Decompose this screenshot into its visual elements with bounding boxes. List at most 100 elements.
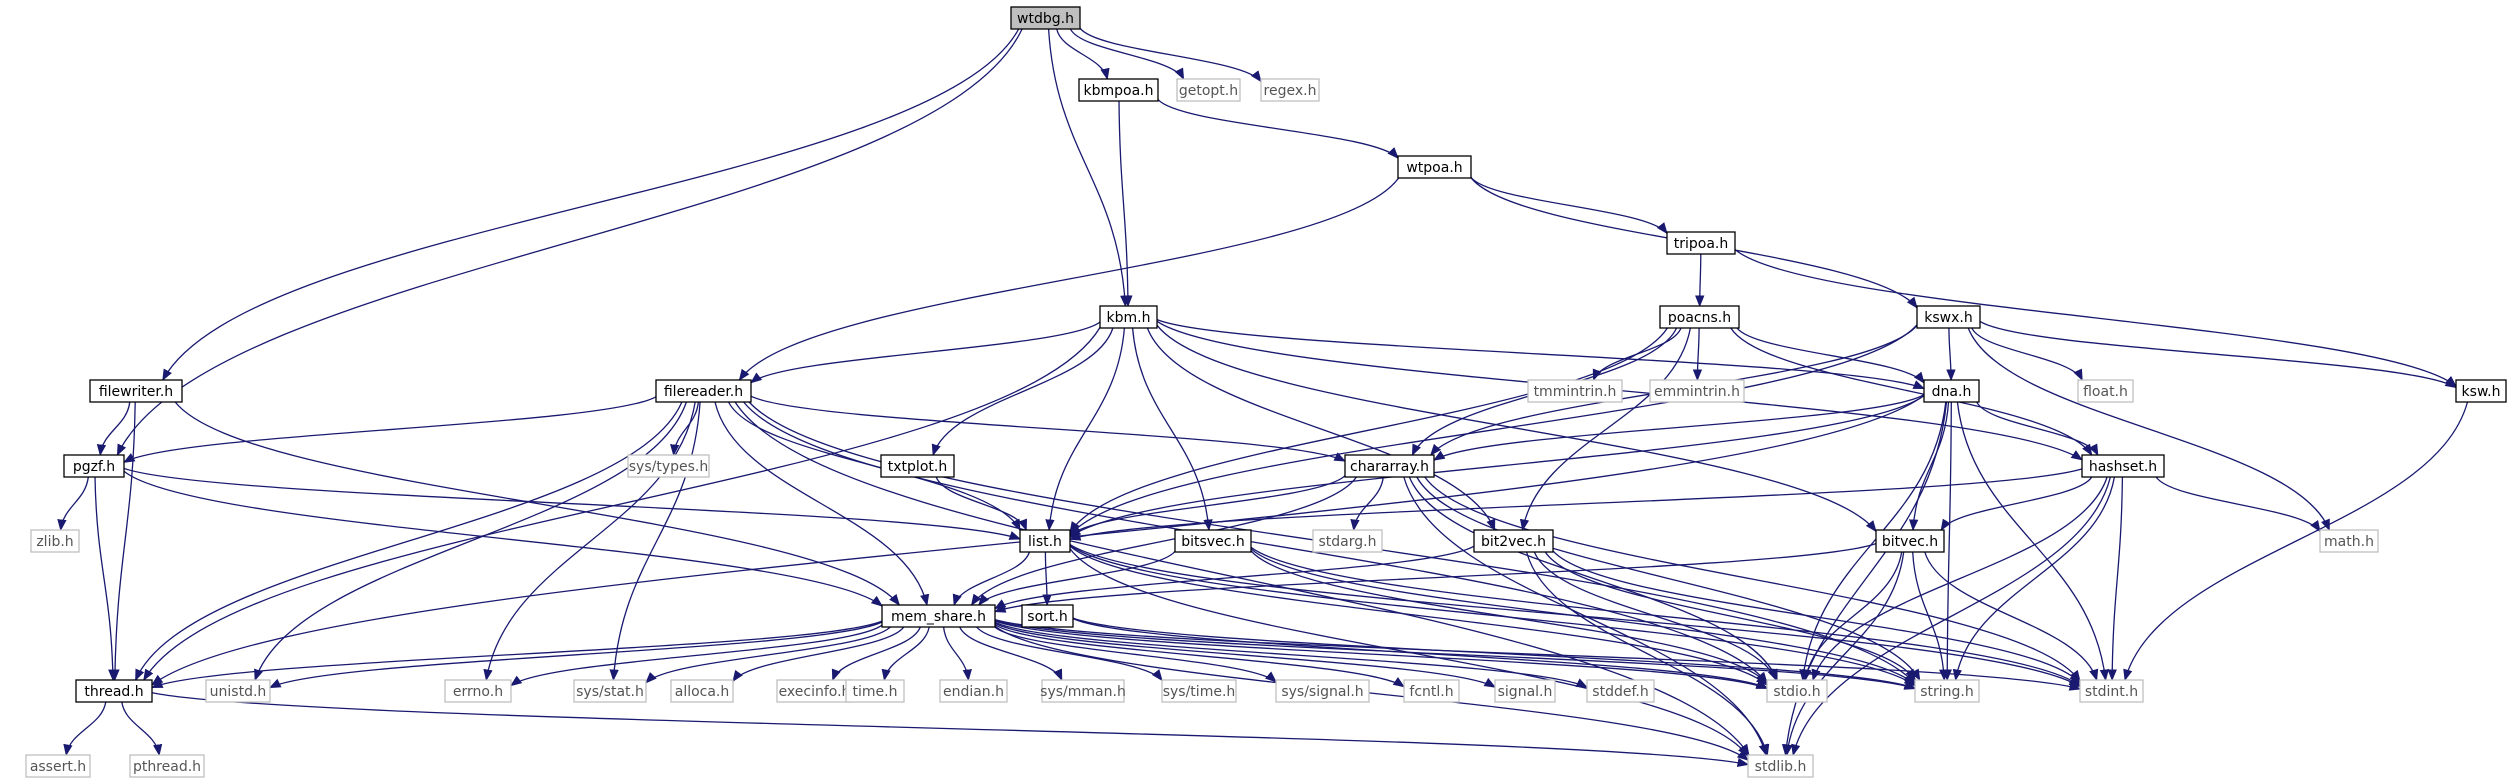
node-list-box (1019, 529, 1071, 553)
node-kbm[interactable]: kbm.h (1099, 305, 1158, 329)
node-alloca-label: alloca.h (675, 684, 730, 700)
node-wtdbg[interactable]: wtdbg.h (1010, 6, 1081, 30)
node-kbm-box (1099, 305, 1158, 329)
node-kbm-label: kbm.h (1107, 310, 1151, 326)
node-bitsvec[interactable]: bitsvec.h (1174, 529, 1252, 553)
node-pthread-label: pthread.h (133, 759, 201, 775)
node-tripoa-label: tripoa.h (1674, 236, 1729, 252)
node-math-box (2319, 529, 2379, 553)
node-string-box (1914, 679, 1980, 703)
node-endian-label: endian.h (943, 684, 1004, 700)
node-bitvec-box (1875, 529, 1945, 553)
edge-filereader-to-pgzf (122, 396, 657, 463)
node-systime: sys/time.h (1161, 679, 1237, 703)
node-getopt-label: getopt.h (1179, 83, 1238, 99)
node-memshare[interactable]: mem_share.h (881, 604, 996, 628)
node-kswx[interactable]: kswx.h (1916, 305, 1981, 329)
node-assert-label: assert.h (30, 759, 86, 775)
node-thread-box (75, 679, 153, 703)
edge-thread-to-pthread (121, 701, 163, 757)
edge-wtpoa-to-tripoa (1470, 176, 1668, 235)
node-getopt: getopt.h (1176, 78, 1241, 102)
node-errno-label: errno.h (453, 684, 503, 700)
edge-filereader-to-stdio (743, 401, 1768, 684)
edge-thread-to-assert (63, 701, 107, 757)
node-stdio: stdio.h (1766, 679, 1828, 703)
edge-dna-to-hashset (1976, 401, 2099, 457)
node-bitvec[interactable]: bitvec.h (1875, 529, 1945, 553)
node-memshare-box (881, 604, 996, 628)
node-bitsvec-box (1174, 529, 1252, 553)
node-systypes-box (627, 454, 710, 478)
edge-dna-to-stdint (1956, 401, 2110, 682)
node-kbmpoa[interactable]: kbmpoa.h (1078, 78, 1159, 102)
node-stddef-label: stddef.h (1592, 684, 1648, 700)
node-txtplot[interactable]: txtplot.h (880, 454, 955, 478)
node-regex-label: regex.h (1264, 83, 1317, 99)
node-hashset-label: hashset.h (2089, 459, 2157, 475)
node-filereader[interactable]: filereader.h (655, 379, 752, 403)
node-tripoa[interactable]: tripoa.h (1666, 231, 1736, 255)
node-bitsvec-label: bitsvec.h (1181, 534, 1244, 550)
edge-hashset-to-string (1952, 476, 2116, 682)
edge-memshare-to-time (881, 626, 930, 682)
edge-memshare-to-execinfo (831, 626, 921, 682)
node-chararray[interactable]: chararray.h (1344, 454, 1435, 478)
node-zlib-label: zlib.h (36, 534, 73, 550)
edge-bitvec-to-memshare (993, 542, 1877, 613)
edge-filereader-to-sysstat (609, 401, 701, 682)
edge-bit2vec-to-string (1544, 551, 1916, 681)
edge-sort-to-stdio (1072, 618, 1769, 689)
node-tmmintrin: tmmintrin.h (1527, 379, 1623, 403)
node-dna[interactable]: dna.h (1923, 379, 1980, 403)
node-sysmman-box (1041, 679, 1125, 703)
node-list[interactable]: list.h (1019, 529, 1071, 553)
node-ksw-label: ksw.h (2462, 384, 2501, 400)
edge-wtdbg-to-pgzf (116, 28, 1023, 457)
edge-chararray-to-stdio (1408, 476, 1778, 682)
edge-filereader-to-unistd (254, 401, 688, 682)
edge-ksw-to-stdint (2123, 401, 2469, 682)
node-sysstat-label: sys/stat.h (576, 684, 644, 700)
edge-poacns-to-bit2vec (1519, 327, 1692, 532)
edge-kbm-to-thread (143, 327, 1101, 681)
edge-hashset-to-list (1068, 468, 2083, 541)
node-ksw[interactable]: ksw.h (2455, 379, 2507, 403)
node-sort[interactable]: sort.h (1021, 604, 1074, 628)
node-bitvec-label: bitvec.h (1882, 534, 1938, 550)
node-emmintrin-box (1649, 379, 1745, 403)
node-execinfo-label: execinfo.h (779, 684, 851, 700)
node-pgzf[interactable]: pgzf.h (63, 454, 125, 478)
edge-wtdbg-to-getopt (1069, 28, 1185, 81)
edge-kbm-to-bitsvec (1131, 327, 1213, 532)
edge-wtpoa-to-filereader (738, 177, 1400, 381)
node-poacns[interactable]: poacns.h (1659, 305, 1740, 329)
node-sort-label: sort.h (1027, 609, 1067, 625)
node-wtpoa[interactable]: wtpoa.h (1397, 155, 1472, 179)
edge-filereader-to-stdlib (734, 401, 1750, 756)
node-pthread: pthread.h (129, 754, 205, 778)
edge-bitvec-to-stdint (1924, 551, 2099, 682)
node-tmmintrin-label: tmmintrin.h (1534, 384, 1617, 400)
node-bit2vec[interactable]: bit2vec.h (1473, 529, 1554, 553)
edge-tripoa-to-poacns (1695, 253, 1705, 308)
node-hashset[interactable]: hashset.h (2081, 454, 2165, 478)
node-pgzf-label: pgzf.h (73, 459, 115, 475)
edge-txtplot-to-list (935, 476, 1027, 532)
node-syssignal-label: sys/signal.h (1281, 684, 1363, 700)
node-filewriter[interactable]: filewriter.h (89, 379, 183, 403)
node-sort-box (1021, 604, 1074, 628)
node-thread[interactable]: thread.h (75, 679, 153, 703)
node-thread-label: thread.h (84, 684, 143, 700)
node-signal-label: signal.h (1498, 684, 1553, 700)
node-endian-box (939, 679, 1008, 703)
node-alloca: alloca.h (670, 679, 734, 703)
node-poacns-label: poacns.h (1668, 310, 1731, 326)
node-sysstat-box (573, 679, 647, 703)
edge-kswx-to-float (1971, 327, 2083, 382)
node-stdarg-box (1312, 529, 1383, 553)
edge-kswx-to-ksw (1979, 320, 2457, 389)
node-signal: signal.h (1494, 679, 1556, 703)
node-memshare-label: mem_share.h (891, 609, 986, 625)
